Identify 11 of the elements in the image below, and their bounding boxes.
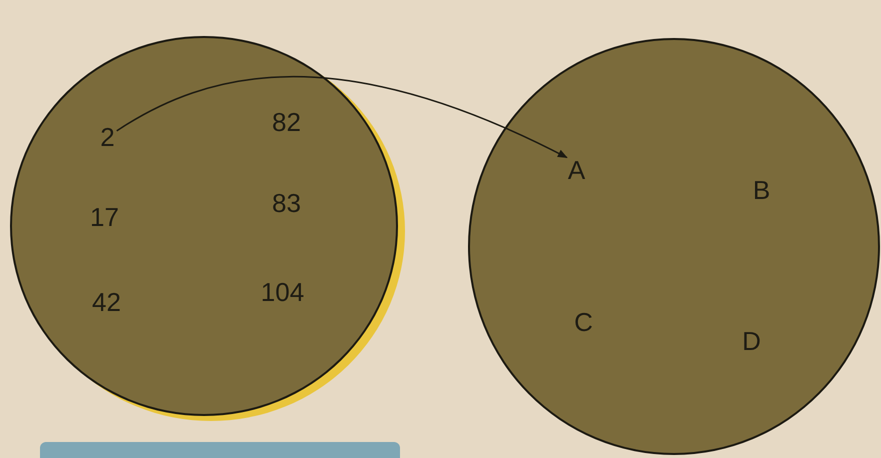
set-element: A [566,156,588,184]
set-element: C [572,308,595,336]
set-element: 104 [258,278,306,306]
set-element: B [750,176,772,204]
set-element: 2 [98,122,117,150]
set-element: 83 [270,188,303,216]
set-element: 82 [270,108,303,136]
set-element: D [740,326,763,354]
arrow [116,76,568,158]
set-element: 17 [88,202,121,230]
set-element: 42 [90,288,123,316]
